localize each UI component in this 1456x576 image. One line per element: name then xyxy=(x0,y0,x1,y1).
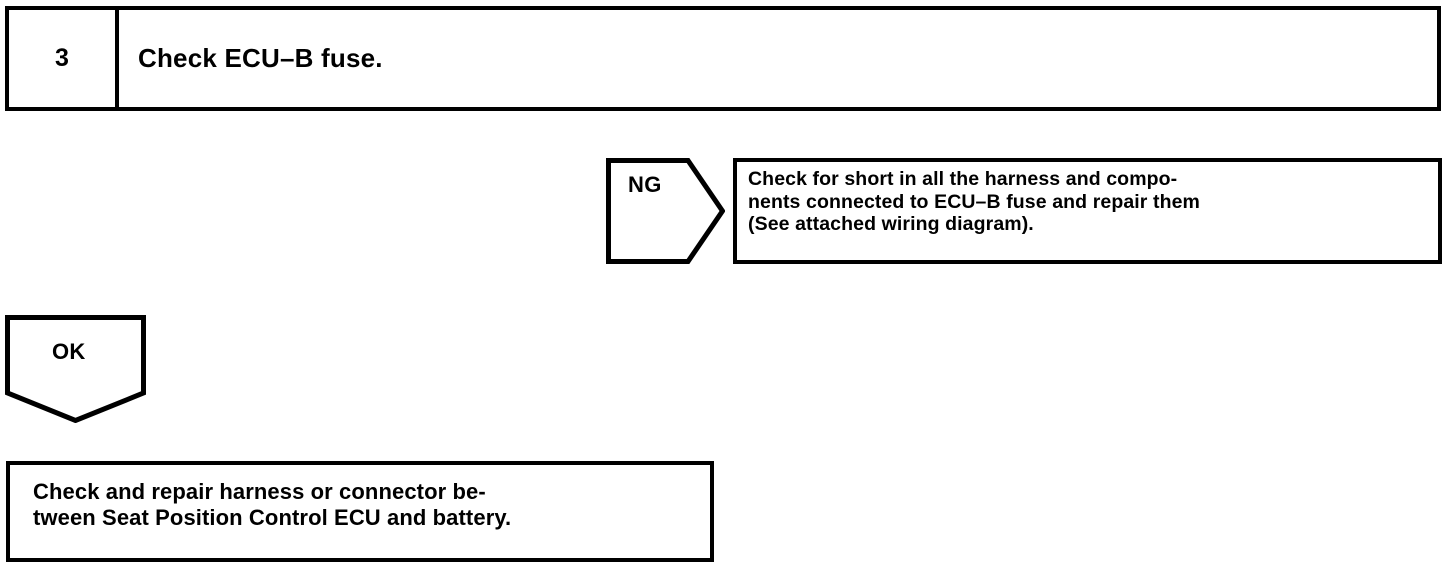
ok-tag: OK xyxy=(5,315,146,423)
ng-tag: NG xyxy=(606,158,725,264)
ng-tag-label: NG xyxy=(628,172,662,197)
step-number: 3 xyxy=(55,44,69,72)
ok-result-box: Check and repair harness or connector be… xyxy=(6,461,714,562)
ok-result-text: Check and repair harness or connector be… xyxy=(33,479,512,530)
ng-result-text: Check for short in all the harness and c… xyxy=(748,168,1200,235)
ng-result-box: Check for short in all the harness and c… xyxy=(733,158,1442,264)
step-instruction-cell: Check ECU–B fuse. xyxy=(119,10,1437,107)
ok-tag-label: OK xyxy=(52,339,86,364)
step-number-cell: 3 xyxy=(9,10,119,107)
step-row: 3 Check ECU–B fuse. xyxy=(5,6,1441,111)
step-instruction: Check ECU–B fuse. xyxy=(138,43,383,73)
ng-arrow-pentagon-icon xyxy=(606,158,725,264)
ok-arrow-pentagon-icon xyxy=(5,315,146,423)
